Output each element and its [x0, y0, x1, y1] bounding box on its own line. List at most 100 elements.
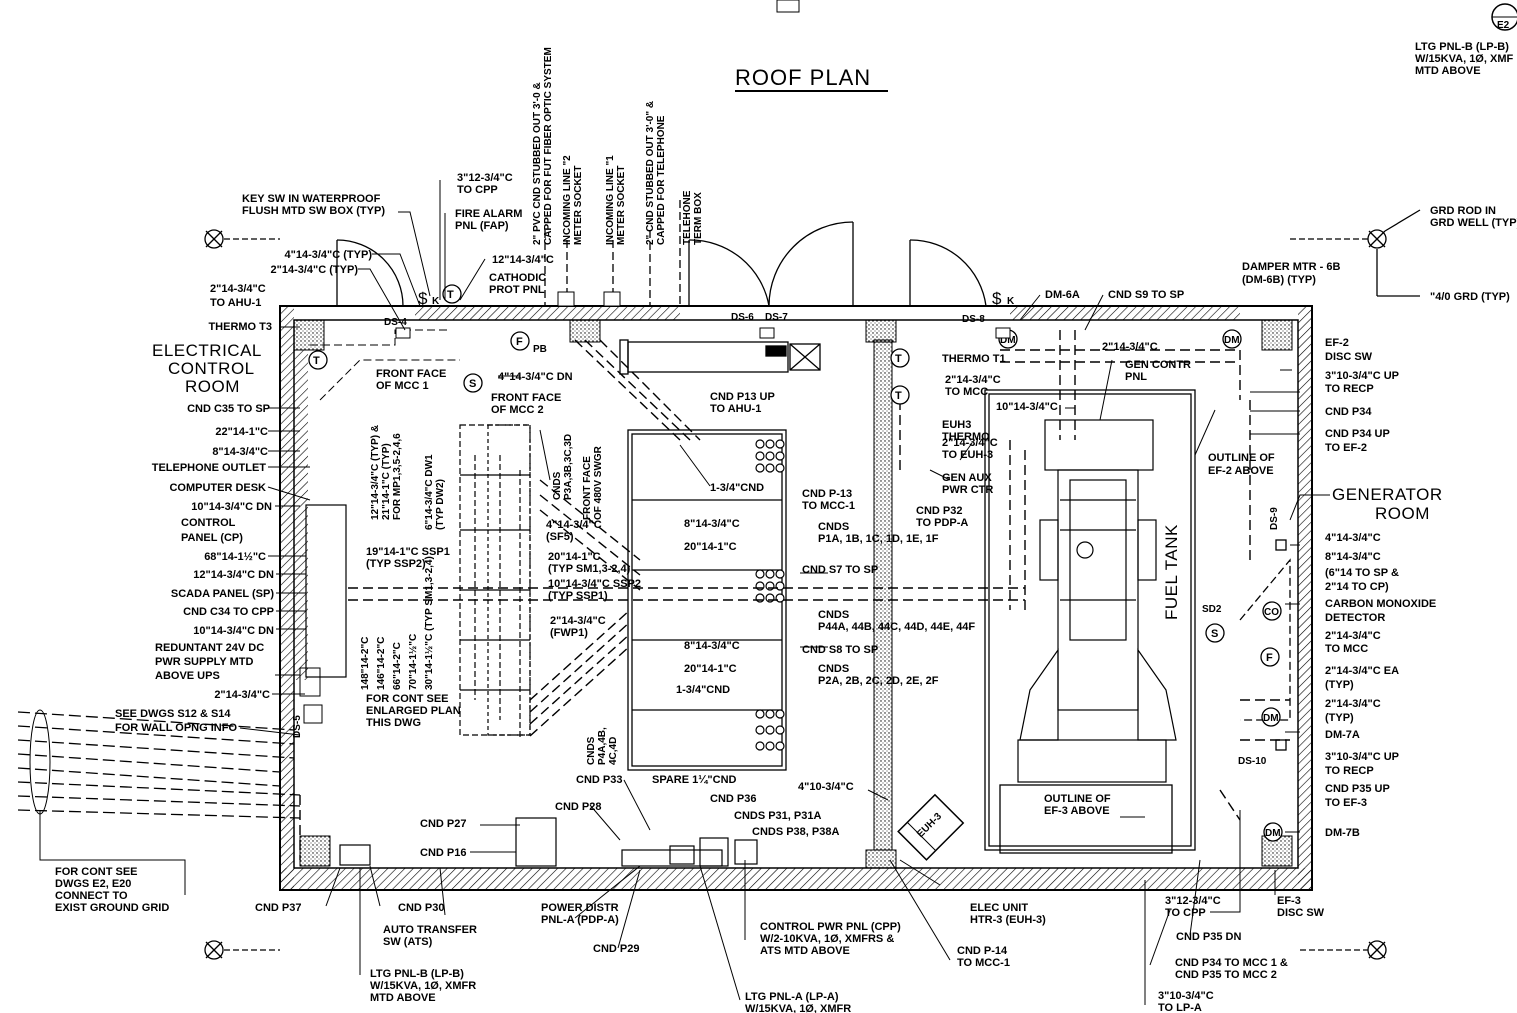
vertical-callout-3-line-1: CAPPED FOR TELEPHONE [656, 115, 667, 245]
interior-note-16-line-0: 1-3/4"CND [676, 684, 730, 696]
bottom-callout-11-line-0: 3"12-3/4"C [1165, 895, 1221, 907]
right-callout-13: (6"14 TO SP & [1325, 567, 1399, 579]
top-callout-4-line-0: CATHODIC [489, 272, 546, 284]
bottom-callout-4-line-1: W/15KVA, 1Ø, XMFR [370, 980, 476, 992]
sheet-reference-bubble: E2 [1491, 3, 1517, 31]
center-note-6-line-0: 10"14-3/4"C [996, 401, 1058, 413]
tag-ds5: DS-5 [292, 715, 303, 738]
left-callout-16: CND C34 TO CPP [183, 606, 274, 618]
mcc-vertical-note-8: 70"14-1½"C [408, 634, 419, 690]
right-callout-28: DM-7B [1325, 827, 1360, 839]
top-right-ltg-pnl-b-line-0: LTG PNL-B (LP-B) [1415, 41, 1509, 53]
bottom-callout-1-line-0: CND P37 [255, 902, 301, 914]
vertical-callout-4-line-0: TELEHONE [682, 190, 693, 245]
bottom-callout-10-line-1: HTR-3 (EUH-3) [970, 914, 1046, 926]
interior-note-23-line-2: THIS DWG [366, 717, 421, 729]
top-wall-stubs [395, 291, 1011, 339]
right-callout-23: DM-7A [1325, 729, 1360, 741]
center-note-10-line-0: CND S9 TO SP [1108, 289, 1184, 301]
bottom-callout-4-line-2: MTD ABOVE [370, 992, 436, 1004]
generator-set [1017, 419, 1177, 783]
vertical-callout-0-line-0: 2" PVC CND STUBBED OUT 3'-0 & [532, 82, 543, 245]
top-callout-2-line-0: FIRE ALARM [455, 208, 522, 220]
left-callout-23: FOR WALL OPNG INFO [115, 722, 237, 734]
damper-7b-symbol: DM [1265, 828, 1281, 839]
right-callout-15: CARBON MONOXIDE [1325, 598, 1436, 610]
bottom-callout-15-line-0: 3"10-3/4"C [1158, 990, 1214, 1002]
top-right-grd-rod-line-1: GRD WELL (TYP) [1430, 217, 1517, 229]
device-symbol-letters: T T F S T T DM DM S CO F DM DM $ K $ K [313, 289, 1281, 839]
key-switch-symbol-2: $ [992, 289, 1002, 308]
right-callout-1: (DM-6B) (TYP) [1242, 274, 1316, 286]
interior-note-18-line-0: CNDS [818, 521, 849, 533]
tag-ds7: DS-7 [765, 312, 788, 323]
interior-note-3-line-1: P3A,3B,3C,3D [563, 434, 574, 500]
bottom-callout-6-line-0: CND P29 [593, 943, 639, 955]
bottom-callout-5-line-0: POWER DISTR [541, 902, 619, 914]
left-callout-13: 68"14-1½"C [204, 551, 266, 563]
interior-note-2-line-0: 4"14-3/4"C DN [498, 371, 573, 383]
right-callout-27: TO EF-3 [1325, 797, 1367, 809]
right-callout-25: TO RECP [1325, 765, 1374, 777]
left-callout-5: CND C35 TO SP [187, 403, 270, 415]
interior-note-11-line-1: (TYP SSP1) [548, 590, 608, 602]
control-room-equipment [299, 329, 460, 724]
bottom-callout-7-line-0: LTG PNL-A (LP-A) [745, 991, 839, 1003]
vertical-callout-2-line-0: INCOMING LINE "1 [605, 155, 616, 245]
bottom-callout-8-line-1: W/2-10KVA, 1Ø, XMFRS & [760, 933, 894, 945]
svg-text:E2: E2 [1497, 20, 1510, 31]
bottom-callout-2-line-0: CND P30 [398, 902, 444, 914]
bottom-callout-9-line-1: TO MCC-1 [957, 957, 1010, 969]
interior-note-6-line-0: 1-3/4"CND [710, 482, 764, 494]
interior-note-10-line-1: (TYP SM1,3-2,4) [548, 563, 631, 575]
vertical-callout-1-line-0: INCOMING LINE "2 [562, 155, 573, 245]
left-callout-11: CONTROL [181, 517, 236, 529]
interior-note-13-line-1: (FWP1) [550, 627, 588, 639]
left-callout-7: 8"14-3/4"C [212, 446, 268, 458]
center-note-2-line-1: THERMO [942, 431, 990, 443]
device-tags: DS-4 DS-6 DS-7 DS-8 DS-10 SD2 PB DS-5 DS… [292, 312, 1280, 767]
interior-note-3-line-0: CNDS [552, 471, 563, 500]
bottom-callout-8-line-2: ATS MTD ABOVE [760, 945, 850, 957]
interior-note-11-line-0: 10"14-3/4"C SSP2 [548, 578, 641, 590]
left-callout-10: 10"14-3/4"C DN [191, 501, 272, 513]
center-note-5-line-1: TO PDP-A [916, 517, 968, 529]
bottom-callout-0-line-3: EXIST GROUND GRID [55, 902, 169, 914]
leader-lines [39, 180, 1330, 1005]
bottom-callout-8-line-0: CONTROL PWR PNL (CPP) [760, 921, 901, 933]
left-callout-4: THERMO T3 [208, 321, 272, 333]
vertical-stub-lines [544, 200, 681, 306]
interior-note-24-line-1: P4A,4B, [597, 727, 608, 765]
room-label-control: CONTROL [168, 359, 255, 378]
left-callout-8: TELEPHONE OUTLET [152, 462, 267, 474]
right-callout-11: 4"14-3/4"C [1325, 532, 1381, 544]
mcc-vertical-note-2: FOR MP1,3,5-2,4,6 [392, 433, 403, 520]
damper-6b-symbol: DM [1224, 335, 1240, 346]
bottom-callout-18-line-0: CND P36 [710, 793, 756, 805]
vertical-callout-2-line-1: METER SOCKET [616, 166, 627, 245]
right-callout-22: (TYP) [1325, 712, 1354, 724]
fire-alarm-symbol: F [516, 336, 523, 348]
top-callout-2-line-1: PNL (FAP) [455, 220, 509, 232]
left-callout-2: 2"14-3/4"C [210, 283, 266, 295]
center-note-7-line-0: 2"14-3/4"C [1102, 341, 1158, 353]
mcc-vertical-note-7: 66"14-2"C [392, 642, 403, 690]
bottom-callout-0-line-2: CONNECT TO [55, 890, 128, 902]
interior-note-17-line-0: CND P-13 [802, 488, 852, 500]
interior-note-20-line-0: CNDS [818, 609, 849, 621]
interior-note-22-line-0: CNDS [818, 663, 849, 675]
right-callout-0: DAMPER MTR - 6B [1242, 261, 1340, 273]
room-label-generator: GENERATOR [1332, 485, 1443, 504]
interior-note-21-line-0: CND S8 TO SP [802, 644, 878, 656]
center-note-3-line-0: 2"14-3/4"C [942, 437, 998, 449]
center-note-4-line-0: GEN AUX [942, 472, 992, 484]
right-callout-19: 2"14-3/4"C EA [1325, 665, 1399, 677]
left-callout-20: ABOVE UPS [155, 670, 220, 682]
left-callout-9: COMPUTER DESK [169, 482, 266, 494]
interior-note-13-line-0: 2"14-3/4"C [550, 615, 606, 627]
top-right-ltg-pnl-b-line-1: W/15KVA, 1Ø, XMF [1415, 53, 1513, 65]
bottom-callout-5-line-1: PNL-A (PDP-A) [541, 914, 619, 926]
center-note-4-line-1: PWR CTR [942, 484, 993, 496]
mcc-lineup [459, 424, 531, 740]
right-callout-3: DISC SW [1325, 351, 1373, 363]
